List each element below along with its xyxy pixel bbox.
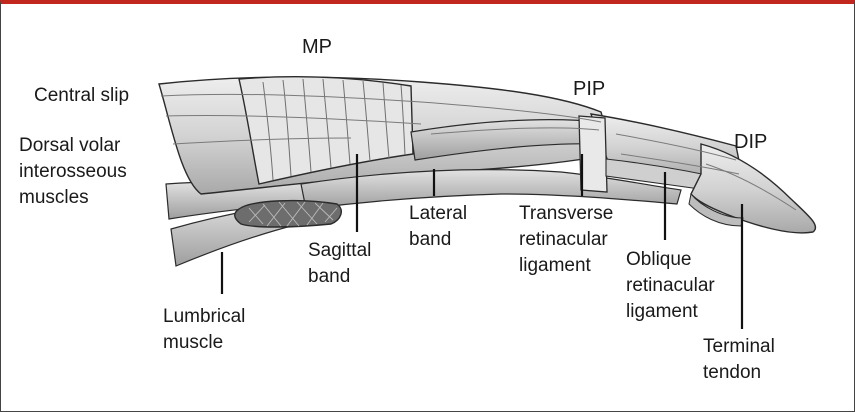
label-lateral-band: Lateral band: [409, 201, 467, 253]
label-pip: PIP: [573, 76, 605, 102]
label-mp: MP: [302, 34, 332, 60]
label-lumbrical-muscle: Lumbrical muscle: [163, 304, 245, 356]
transverse-retinacular-ligament-shape: [579, 116, 607, 192]
label-sagittal-band: Sagittal band: [308, 238, 371, 290]
terminal-tendon-shape: [691, 144, 816, 233]
label-central-slip: Central slip: [34, 83, 129, 109]
label-dip: DIP: [734, 129, 767, 155]
lumbrical-belly-shape: [235, 201, 342, 227]
label-terminal-tendon: Terminal tendon: [703, 334, 775, 386]
label-transverse-retinacular-ligament: Transverse retinacular ligament: [519, 201, 613, 279]
label-oblique-retinacular-ligament: Oblique retinacular ligament: [626, 247, 715, 325]
label-dorsal-volar-interosseous-muscles: Dorsal volar interosseous muscles: [19, 133, 127, 211]
